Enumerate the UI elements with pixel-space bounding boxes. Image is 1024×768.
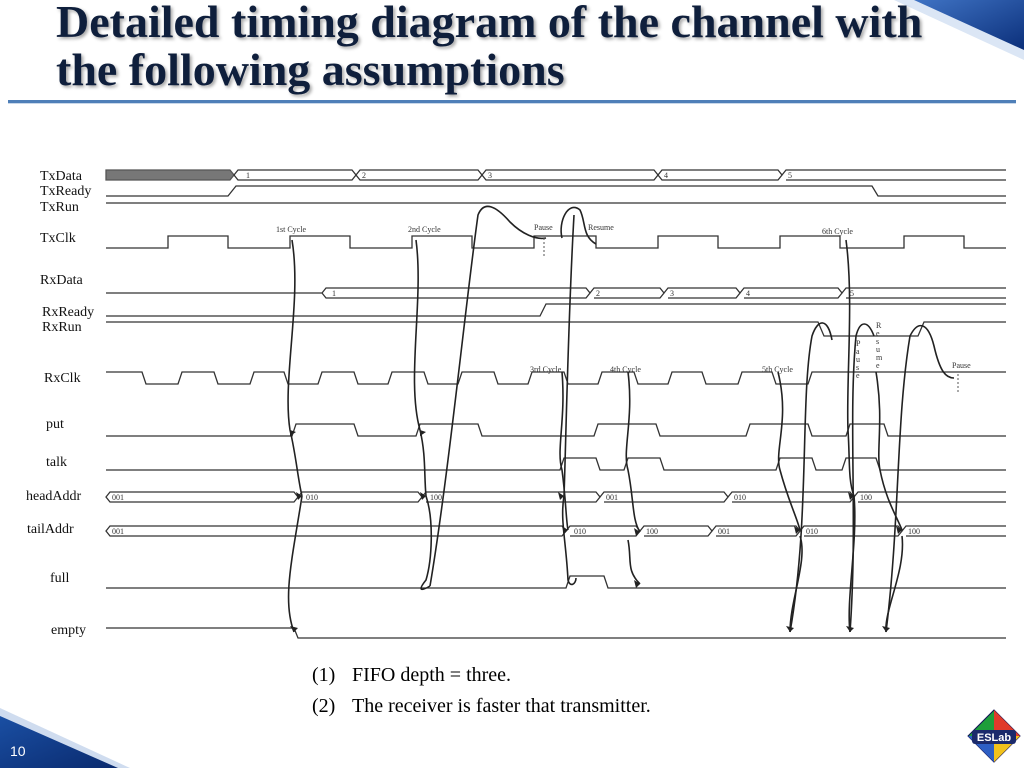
logo-text: ESLab xyxy=(977,732,1012,744)
headaddr-value-5: 010 xyxy=(734,493,746,502)
rx-cycle-label-5: 5th Cycle xyxy=(762,365,793,374)
txdata-value-1: 1 xyxy=(246,171,250,180)
signal-label-put: put xyxy=(46,417,64,432)
arrow-heads xyxy=(290,430,902,632)
tx-cycle-label-1: 1st Cycle xyxy=(276,225,306,234)
corner-decoration-bottom-left xyxy=(0,708,130,768)
headaddr-value-4: 001 xyxy=(606,493,618,502)
pause-markers xyxy=(543,238,959,392)
waveform-empty xyxy=(106,627,1006,639)
signal-label-txclk: TxClk xyxy=(40,231,76,246)
tailaddr-value-5: 010 xyxy=(806,527,818,536)
rxdata-value-4: 4 xyxy=(746,289,750,298)
title-underline xyxy=(8,100,1016,103)
assumption-item: (2) The receiver is faster that transmitt… xyxy=(312,691,651,722)
resume-label-tx: Resume xyxy=(588,223,614,232)
tx-cycle-label-2: 2nd Cycle xyxy=(408,225,441,234)
txdata-value-5: 5 xyxy=(788,171,792,180)
assumption-text: FIFO depth = three. xyxy=(352,664,512,686)
tailaddr-value-3: 100 xyxy=(646,527,658,536)
signal-label-txdata: TxData xyxy=(40,169,82,184)
waveform-tailaddr xyxy=(105,525,1006,537)
headaddr-value-1: 001 xyxy=(112,493,124,502)
signal-label-rxclk: RxClk xyxy=(44,371,81,386)
waveform-rxclk xyxy=(106,371,1006,385)
rxdata-value-1: 1 xyxy=(332,289,336,298)
waveform-full xyxy=(106,575,1006,589)
signal-label-headaddr: headAddr xyxy=(26,489,82,504)
signal-label-full: full xyxy=(50,571,70,586)
pause-label-rx: Pause xyxy=(952,361,971,370)
waveform-put xyxy=(106,423,1006,437)
tailaddr-value-1: 001 xyxy=(112,527,124,536)
signal-label-talk: talk xyxy=(46,455,67,470)
pause-label-tx: Pause xyxy=(534,223,553,232)
tx-cycle-label-6: 6th Cycle xyxy=(822,227,853,236)
txdata-value-3: 3 xyxy=(488,171,492,180)
tailaddr-value-6: 100 xyxy=(908,527,920,536)
headaddr-value-3: 100 xyxy=(430,493,442,502)
signal-label-txrun: TxRun xyxy=(40,200,79,215)
signal-label-rxrun: RxRun xyxy=(42,320,82,335)
assumption-item: (1) FIFO depth = three. xyxy=(312,660,651,691)
slide-title: Detailed timing diagram of the channel w… xyxy=(56,0,923,95)
signal-label-tailaddr: tailAddr xyxy=(27,522,74,537)
rx-cycle-label-4: 4th Cycle xyxy=(610,365,641,374)
headaddr-value-6: 100 xyxy=(860,493,872,502)
rx-cycle-label-3: 3rd Cycle xyxy=(530,365,562,374)
signal-label-txready: TxReady xyxy=(40,184,92,199)
tailaddr-value-4: 001 xyxy=(718,527,730,536)
signal-label-rxdata: RxData xyxy=(40,273,83,288)
txdata-value-4: 4 xyxy=(664,171,668,180)
assumption-number: (2) xyxy=(312,695,336,717)
waveform-rxrun xyxy=(106,321,1006,337)
rxdata-value-3: 3 xyxy=(670,289,674,298)
rxdata-value-5: 5 xyxy=(850,289,854,298)
headaddr-value-2: 010 xyxy=(306,493,318,502)
assumption-text: The receiver is faster that transmitter. xyxy=(352,695,651,717)
waveform-txready xyxy=(106,185,1006,197)
corner-decoration-top-right xyxy=(894,0,1024,60)
waveform-txdata xyxy=(105,169,1006,181)
waveform-talk xyxy=(106,457,1006,471)
timing-diagram: Pause Resume 1st Cycle 2nd Cycle 6th Cyc… xyxy=(105,169,1006,639)
slide-number: 10 xyxy=(10,743,26,759)
waveform-rxready xyxy=(106,303,1006,317)
assumption-number: (1) xyxy=(312,664,336,686)
tailaddr-value-2: 010 xyxy=(574,527,586,536)
signal-label-rxready: RxReady xyxy=(42,305,95,320)
waveform-txclk xyxy=(106,235,1006,249)
assumptions-list: (1) FIFO depth = three. (2) The receiver i… xyxy=(312,660,651,722)
waveform-rxdata xyxy=(106,287,1006,299)
rxdata-value-2: 2 xyxy=(596,289,600,298)
txdata-value-2: 2 xyxy=(362,171,366,180)
signal-label-empty: empty xyxy=(51,623,86,638)
causality-arrows xyxy=(287,205,955,633)
eslab-logo: ESLab xyxy=(967,709,1021,763)
